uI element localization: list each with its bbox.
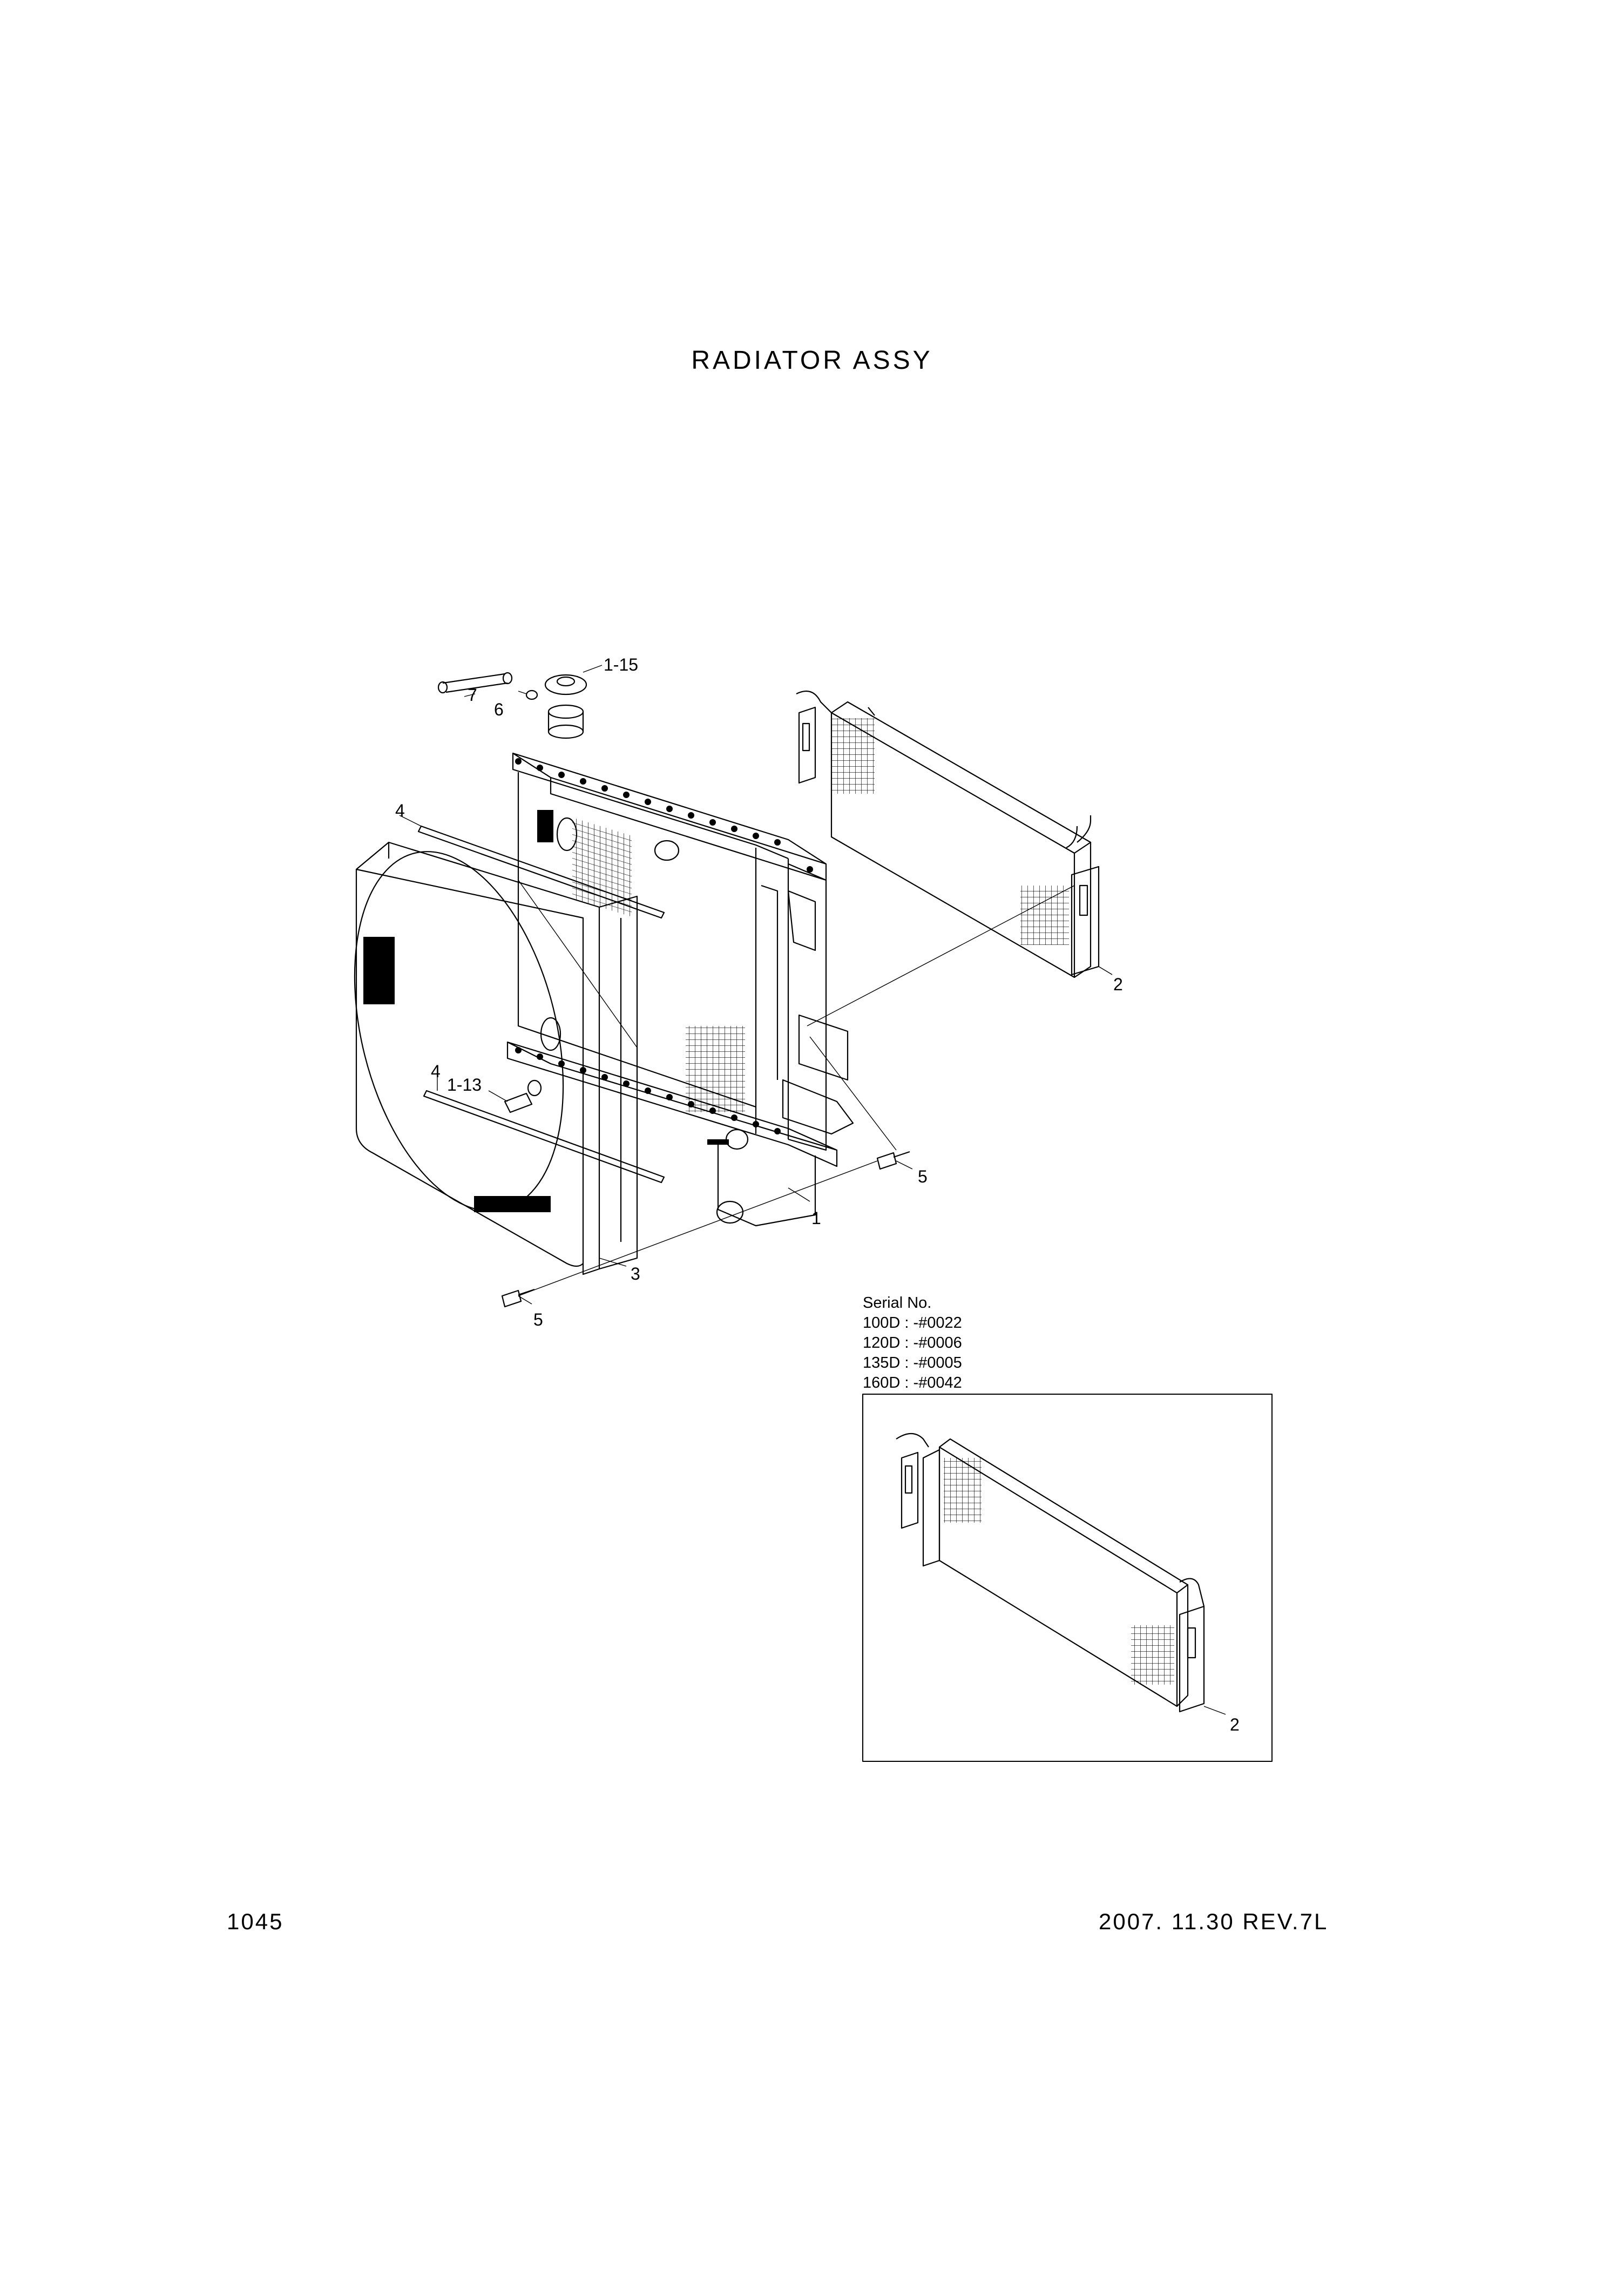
callout-labels: 1-15 7 6 4 2 4 1-13 5 1 3 5 2: [395, 655, 1240, 1734]
o-ring-part-6: [525, 690, 538, 700]
serial-heading: Serial No.: [863, 1294, 932, 1312]
leader-lines: [399, 665, 1226, 1715]
page-number: 1045: [227, 1909, 284, 1934]
tank-bolt-rows: [515, 758, 813, 1134]
callout-4-mid: 4: [431, 1062, 441, 1081]
serial-number-note: Serial No. 100D : -#0022 120D : -#0006 1…: [863, 1293, 962, 1393]
serial-line: 100D : -#0022: [863, 1314, 962, 1332]
seal-strip-part-4-mid: [423, 1090, 665, 1184]
radiator-core: [506, 704, 854, 1227]
hose-part-7: [442, 673, 508, 693]
inset-frame: [862, 1394, 1273, 1762]
callout-4-top: 4: [395, 801, 405, 820]
callout-1-15: 1-15: [604, 655, 638, 674]
serial-line: 120D : -#0006: [863, 1334, 962, 1352]
callout-1: 1: [811, 1208, 821, 1228]
callout-2-inset: 2: [1230, 1715, 1240, 1734]
page-title: RADIATOR ASSY: [691, 346, 933, 375]
inset-oil-cooler: [896, 1433, 1205, 1713]
callout-5-right: 5: [918, 1167, 928, 1186]
callout-1-13: 1-13: [447, 1075, 482, 1094]
fan-shroud: [354, 841, 638, 1275]
seal-strip-part-4-top: [417, 825, 665, 919]
callout-3: 3: [631, 1264, 640, 1283]
callout-6: 6: [494, 700, 504, 719]
revision-stamp: 2007. 11.30 REV.7L: [1099, 1909, 1329, 1934]
callout-5-left: 5: [533, 1310, 543, 1329]
callout-7: 7: [468, 685, 477, 705]
radiator-cap-part-1-15: [544, 674, 587, 695]
oil-cooler: [796, 690, 1100, 978]
bolt-part-5-left: [501, 1288, 535, 1308]
serial-line: 135D : -#0005: [863, 1354, 962, 1371]
callout-2-main: 2: [1113, 975, 1123, 994]
serial-line: 160D : -#0042: [863, 1374, 962, 1391]
drain-cock-part-1-13: [504, 1092, 533, 1113]
bolt-part-5-right: [876, 1151, 910, 1170]
